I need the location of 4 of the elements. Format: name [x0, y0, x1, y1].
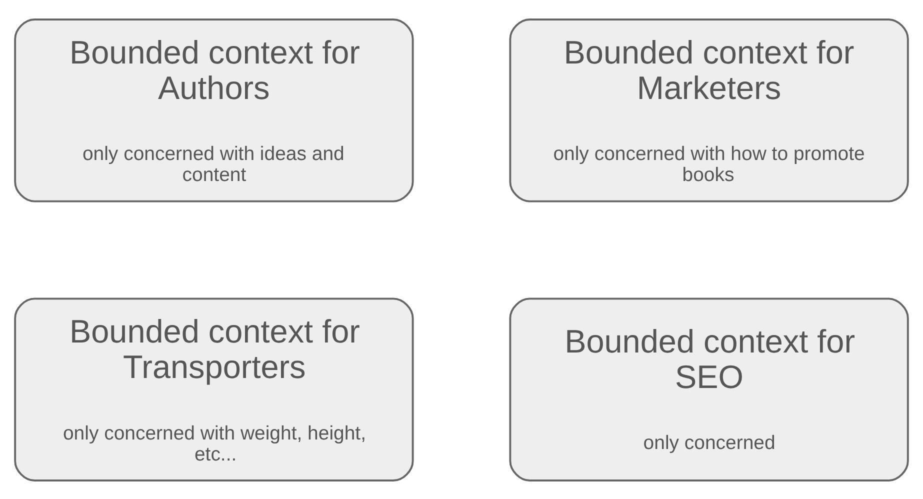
node-box: Bounded context for Authors only concerned with ideas and content	[14, 18, 414, 202]
node-box: Bounded context for Transporters only concerned with weight, height, etc...	[14, 297, 414, 481]
node-box: Bounded context for Marketers only concerned with how to promote books	[509, 18, 909, 202]
node-box: Bounded context for SEO only concerned	[509, 297, 909, 481]
